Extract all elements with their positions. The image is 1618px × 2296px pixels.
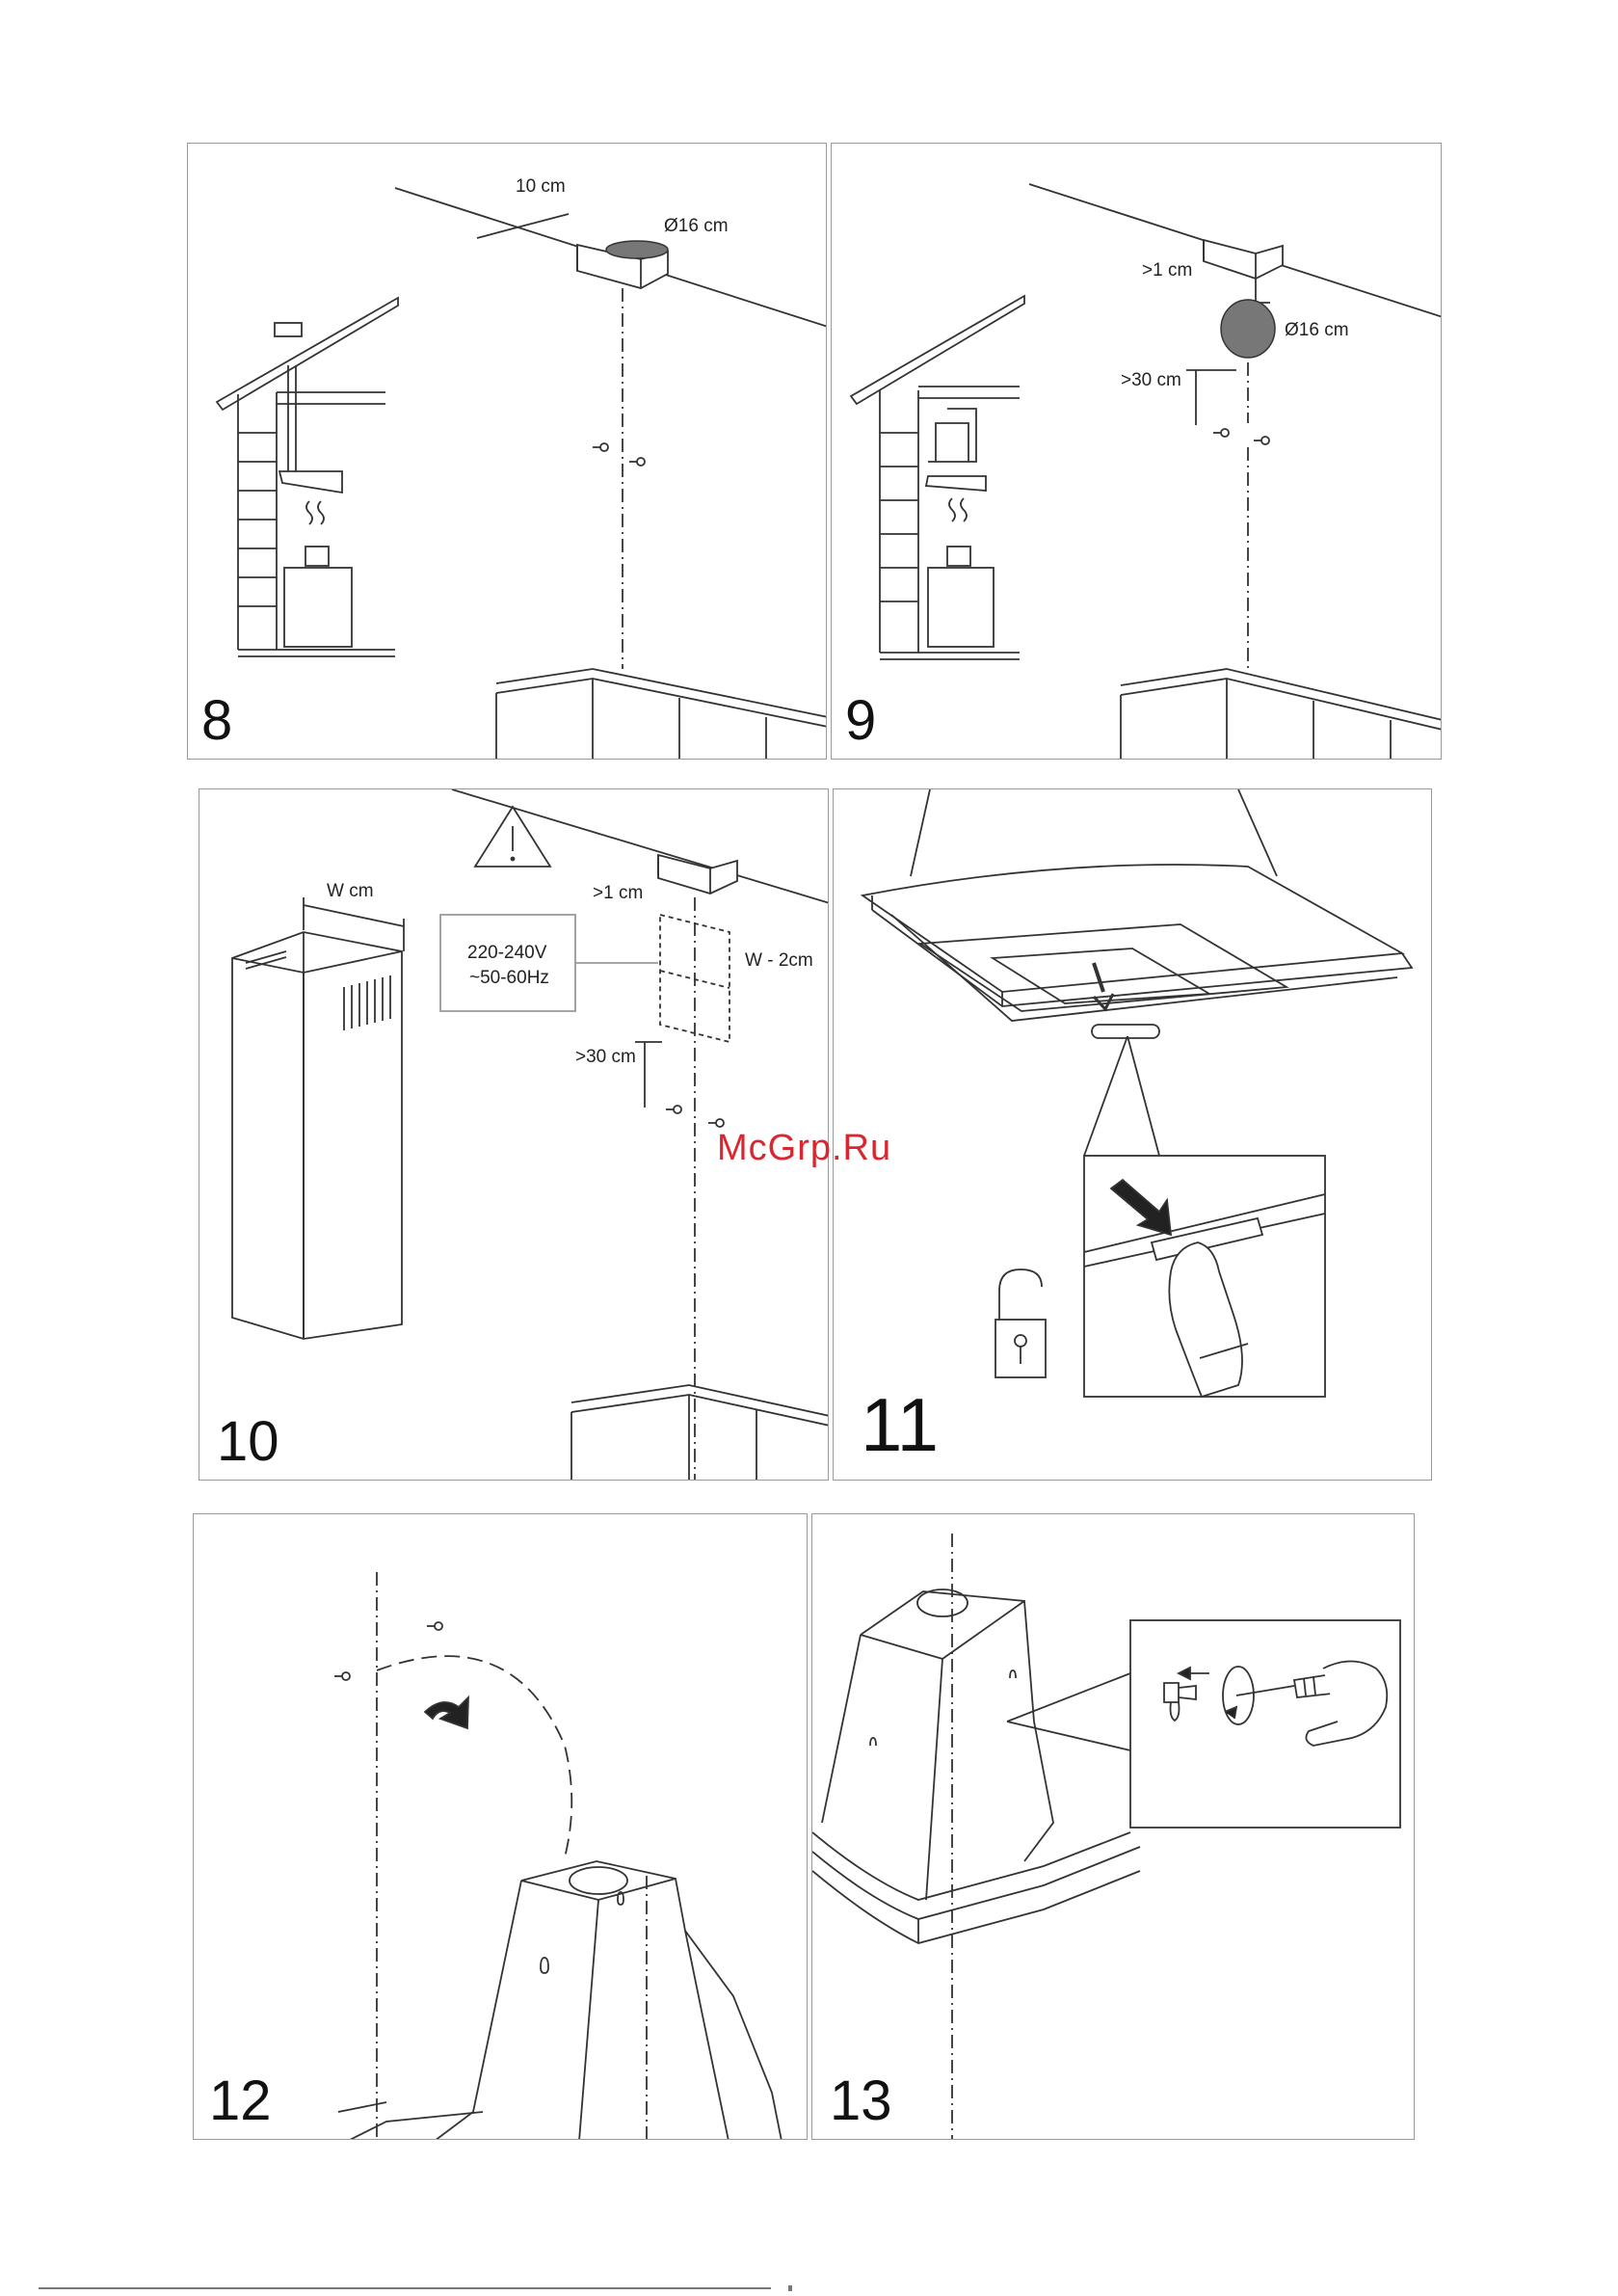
dimension-label-bracket-gap: >1 cm	[593, 884, 643, 902]
watermark: McGrp.Ru	[717, 1128, 891, 1169]
panel-step-9: >1 cm Ø16 cm >30 cm 9	[831, 143, 1442, 760]
step-8-illustration	[188, 144, 827, 760]
step-13-illustration	[812, 1514, 1415, 2140]
duct-hole-shape	[606, 241, 668, 258]
dimension-label-socket-width: W - 2cm	[745, 951, 813, 970]
step-number: 11	[861, 1387, 939, 1462]
dimension-label-drop: >30 cm	[1121, 371, 1181, 389]
panel-step-12: 12	[193, 1513, 808, 2140]
duct-hole-shape	[1221, 300, 1275, 358]
step-12-illustration	[194, 1514, 808, 2140]
rotate-arrow-icon	[425, 1697, 468, 1728]
step-number: 9	[845, 693, 876, 749]
panel-step-8: 10 cm Ø16 cm 8	[187, 143, 827, 760]
dimension-label-hole-diameter: Ø16 cm	[1285, 321, 1349, 339]
step-number: 10	[217, 1414, 279, 1470]
step-11-illustration	[834, 789, 1432, 1481]
dimension-label-width: W cm	[327, 882, 374, 900]
dimension-label-bracket-gap: >1 cm	[1142, 261, 1192, 280]
panel-step-11: 11	[833, 788, 1432, 1481]
panel-step-13: 13	[811, 1513, 1415, 2140]
step-number: 12	[209, 2073, 272, 2129]
step-number: 8	[201, 693, 232, 749]
dimension-label-hole-diameter: Ø16 cm	[664, 217, 729, 235]
dimension-label-10cm: 10 cm	[516, 177, 566, 196]
step-9-illustration	[832, 144, 1442, 760]
footer-rule	[39, 2287, 771, 2289]
step-number: 13	[830, 2073, 892, 2129]
dimension-label-drop: >30 cm	[575, 1048, 636, 1066]
voltage-label: 220-240V	[467, 944, 546, 962]
footer-tick	[788, 2285, 792, 2291]
frequency-label: ~50-60Hz	[469, 969, 549, 987]
